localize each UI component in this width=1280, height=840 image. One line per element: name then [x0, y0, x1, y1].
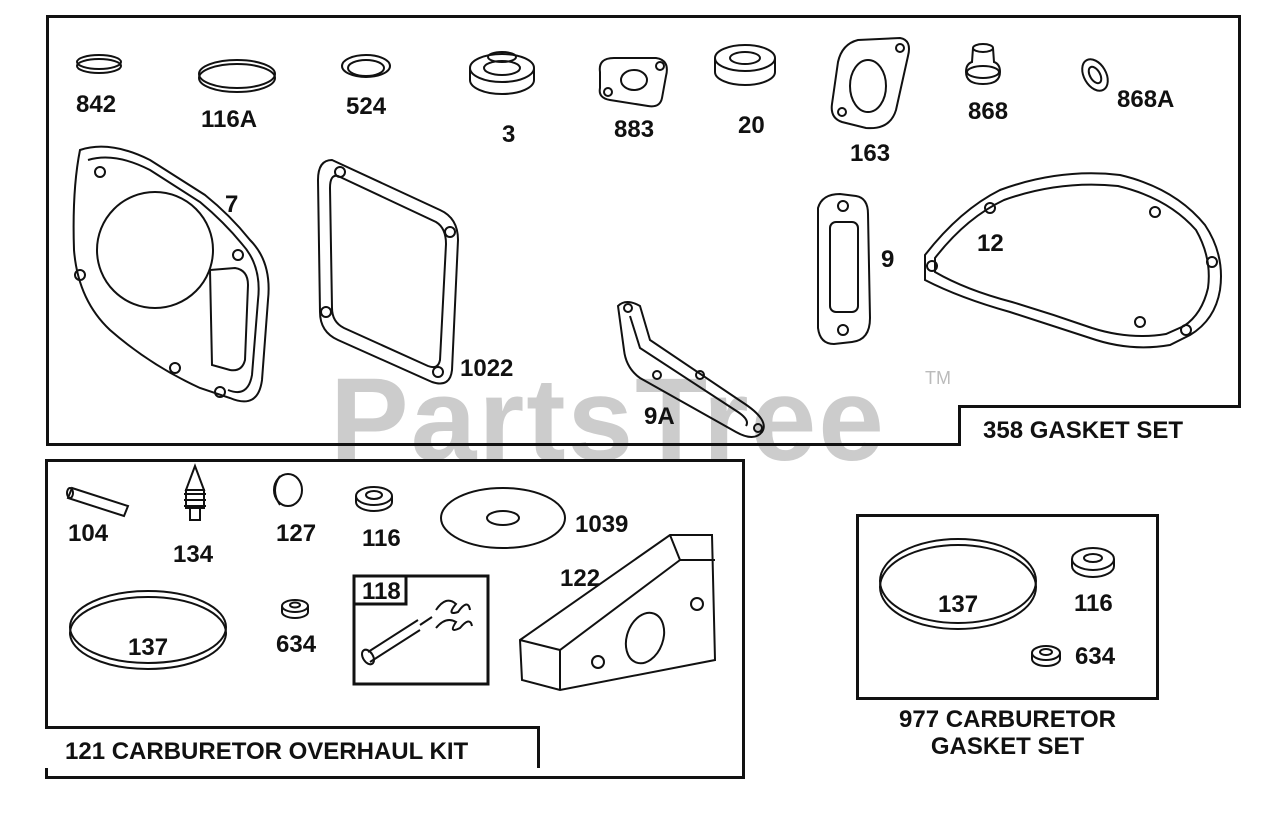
head-gasket-7-icon: [72, 145, 270, 403]
part-label-116: 116: [362, 525, 401, 552]
carb-gasket-set-title-line1: 977 CARBURETOR: [899, 706, 1116, 733]
gasket-9a-icon: [616, 301, 765, 438]
gasket-163-icon: [830, 36, 910, 130]
part-label-134: 134: [173, 541, 214, 568]
part-label-634: 634: [276, 631, 317, 658]
washer-634b-icon: [1031, 645, 1061, 667]
plug-127-icon: [273, 473, 303, 507]
diaphragm-1039-icon: [440, 487, 566, 549]
washer-116b-icon: [1071, 547, 1115, 578]
gasket-1022-icon: [316, 158, 460, 385]
ring-842-icon: [76, 54, 122, 74]
kit-118-box-icon: [352, 574, 490, 686]
part-label-3: 3: [502, 121, 516, 148]
washer-634-icon: [281, 599, 309, 619]
gasket-9-icon: [817, 192, 872, 346]
part-label-104: 104: [68, 520, 109, 547]
part-label-163: 163: [850, 140, 891, 167]
carb-gasket-set-title-line2: GASKET SET: [930, 733, 1085, 760]
washer-868a-icon: [1081, 58, 1109, 92]
part-label-634b: 634: [1075, 643, 1116, 670]
part-label-127: 127: [276, 520, 317, 547]
watermark-tm: TM: [925, 368, 951, 388]
needle-134-icon: [184, 463, 206, 521]
part-label-868: 868: [968, 98, 1009, 125]
part-label-1022: 1022: [460, 355, 514, 382]
part-label-137b: 137: [938, 591, 979, 618]
valve-seal-868-icon: [964, 43, 1002, 86]
carb-kit-title: 121 CARBURETOR OVERHAUL KIT: [45, 726, 540, 768]
carb-kit-panel: [45, 459, 745, 779]
part-label-20: 20: [738, 112, 765, 139]
part-label-116a: 116A: [201, 106, 258, 133]
ring-137-icon: [69, 590, 227, 670]
part-label-116b: 116: [1074, 590, 1113, 617]
part-label-524: 524: [346, 93, 387, 120]
seal-20-icon: [714, 44, 776, 86]
part-label-9: 9: [881, 246, 895, 273]
gasket-883-icon: [598, 57, 668, 108]
pin-104-icon: [66, 486, 130, 518]
seal-3-icon: [469, 51, 535, 95]
ring-137b-icon: [879, 538, 1037, 630]
carb-gasket-set-title: 977 CARBURETOR GASKET SET: [856, 697, 1159, 762]
part-label-1039: 1039: [575, 511, 629, 538]
part-label-9a: 9A: [644, 403, 675, 430]
gasket-set-title-text: 358 GASKET SET: [983, 417, 1184, 444]
part-label-883: 883: [614, 116, 655, 143]
part-label-118: 118: [362, 578, 401, 605]
ring-524-icon: [341, 54, 391, 78]
watermark: PartsTree: [330, 354, 886, 486]
part-label-868a: 868A: [1117, 86, 1175, 113]
insulator-122-icon: [518, 534, 717, 692]
part-label-137: 137: [128, 634, 169, 661]
part-label-122: 122: [560, 565, 601, 592]
part-label-7: 7: [225, 191, 239, 218]
part-label-842: 842: [76, 91, 117, 118]
gasket-12-icon: [924, 172, 1222, 349]
ring-116a-icon: [198, 59, 276, 93]
gasket-set-title: 358 GASKET SET: [958, 405, 1241, 446]
gasket-set-panel: [46, 15, 1241, 446]
carb-kit-title-text: 121 CARBURETOR OVERHAUL KIT: [65, 738, 469, 765]
part-label-12: 12: [977, 230, 1004, 257]
washer-116-icon: [355, 486, 393, 512]
